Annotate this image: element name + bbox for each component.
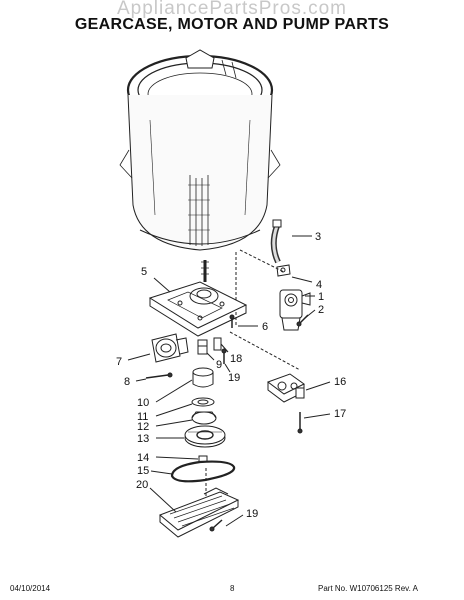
callout-15: 15 (137, 465, 149, 477)
page-title: GEARCASE, MOTOR AND PUMP PARTS (74, 16, 390, 33)
screw-19-upper (221, 348, 227, 364)
part-18 (213, 337, 222, 351)
callout-17: 17 (334, 408, 346, 420)
watermark: AppliancePartsPros.com (116, 0, 348, 19)
callout-5: 5 (141, 266, 147, 278)
footer-date: 04/10/2014 (10, 584, 51, 593)
screw-6 (229, 314, 235, 328)
callout-19-lower: 19 (246, 508, 258, 520)
callout-3: 3 (315, 231, 321, 243)
callout-8: 8 (124, 376, 130, 388)
footer-part-number: Part No. W10706125 Rev. A (318, 584, 418, 593)
footer-page-number: 8 (230, 584, 235, 593)
base-20 (159, 487, 240, 538)
washer-11 (191, 397, 215, 407)
screw-8 (145, 372, 173, 379)
drain-hose-3 (270, 219, 282, 264)
callout-4: 4 (316, 279, 322, 291)
callout-12: 12 (137, 421, 149, 433)
screw-19-lower (209, 519, 223, 532)
gearcase-5 (148, 260, 248, 337)
pulley-13 (184, 425, 226, 448)
belt-15 (170, 460, 236, 483)
callout-19-upper: 19 (228, 372, 240, 384)
tub-illustration (119, 49, 281, 251)
callout-9: 9 (216, 359, 222, 371)
callout-11: 11 (137, 411, 148, 423)
callout-1: 1 (318, 291, 324, 303)
pump-16 (266, 373, 305, 403)
callout-6: 6 (262, 321, 268, 333)
motor-7 (151, 333, 189, 363)
callout-2: 2 (318, 304, 324, 316)
callout-18: 18 (230, 353, 242, 365)
clutch-12 (191, 411, 217, 425)
coupler-9 (197, 339, 208, 355)
hose-clamp-4 (276, 264, 291, 277)
callout-13: 13 (137, 433, 149, 445)
pump-1 (279, 289, 311, 331)
callout-16: 16 (334, 376, 346, 388)
bushing-10 (192, 367, 214, 388)
callout-7: 7 (116, 356, 122, 368)
callout-14: 14 (137, 452, 149, 464)
screw-17 (297, 412, 303, 434)
callout-10: 10 (137, 397, 149, 409)
callout-20: 20 (136, 479, 148, 491)
